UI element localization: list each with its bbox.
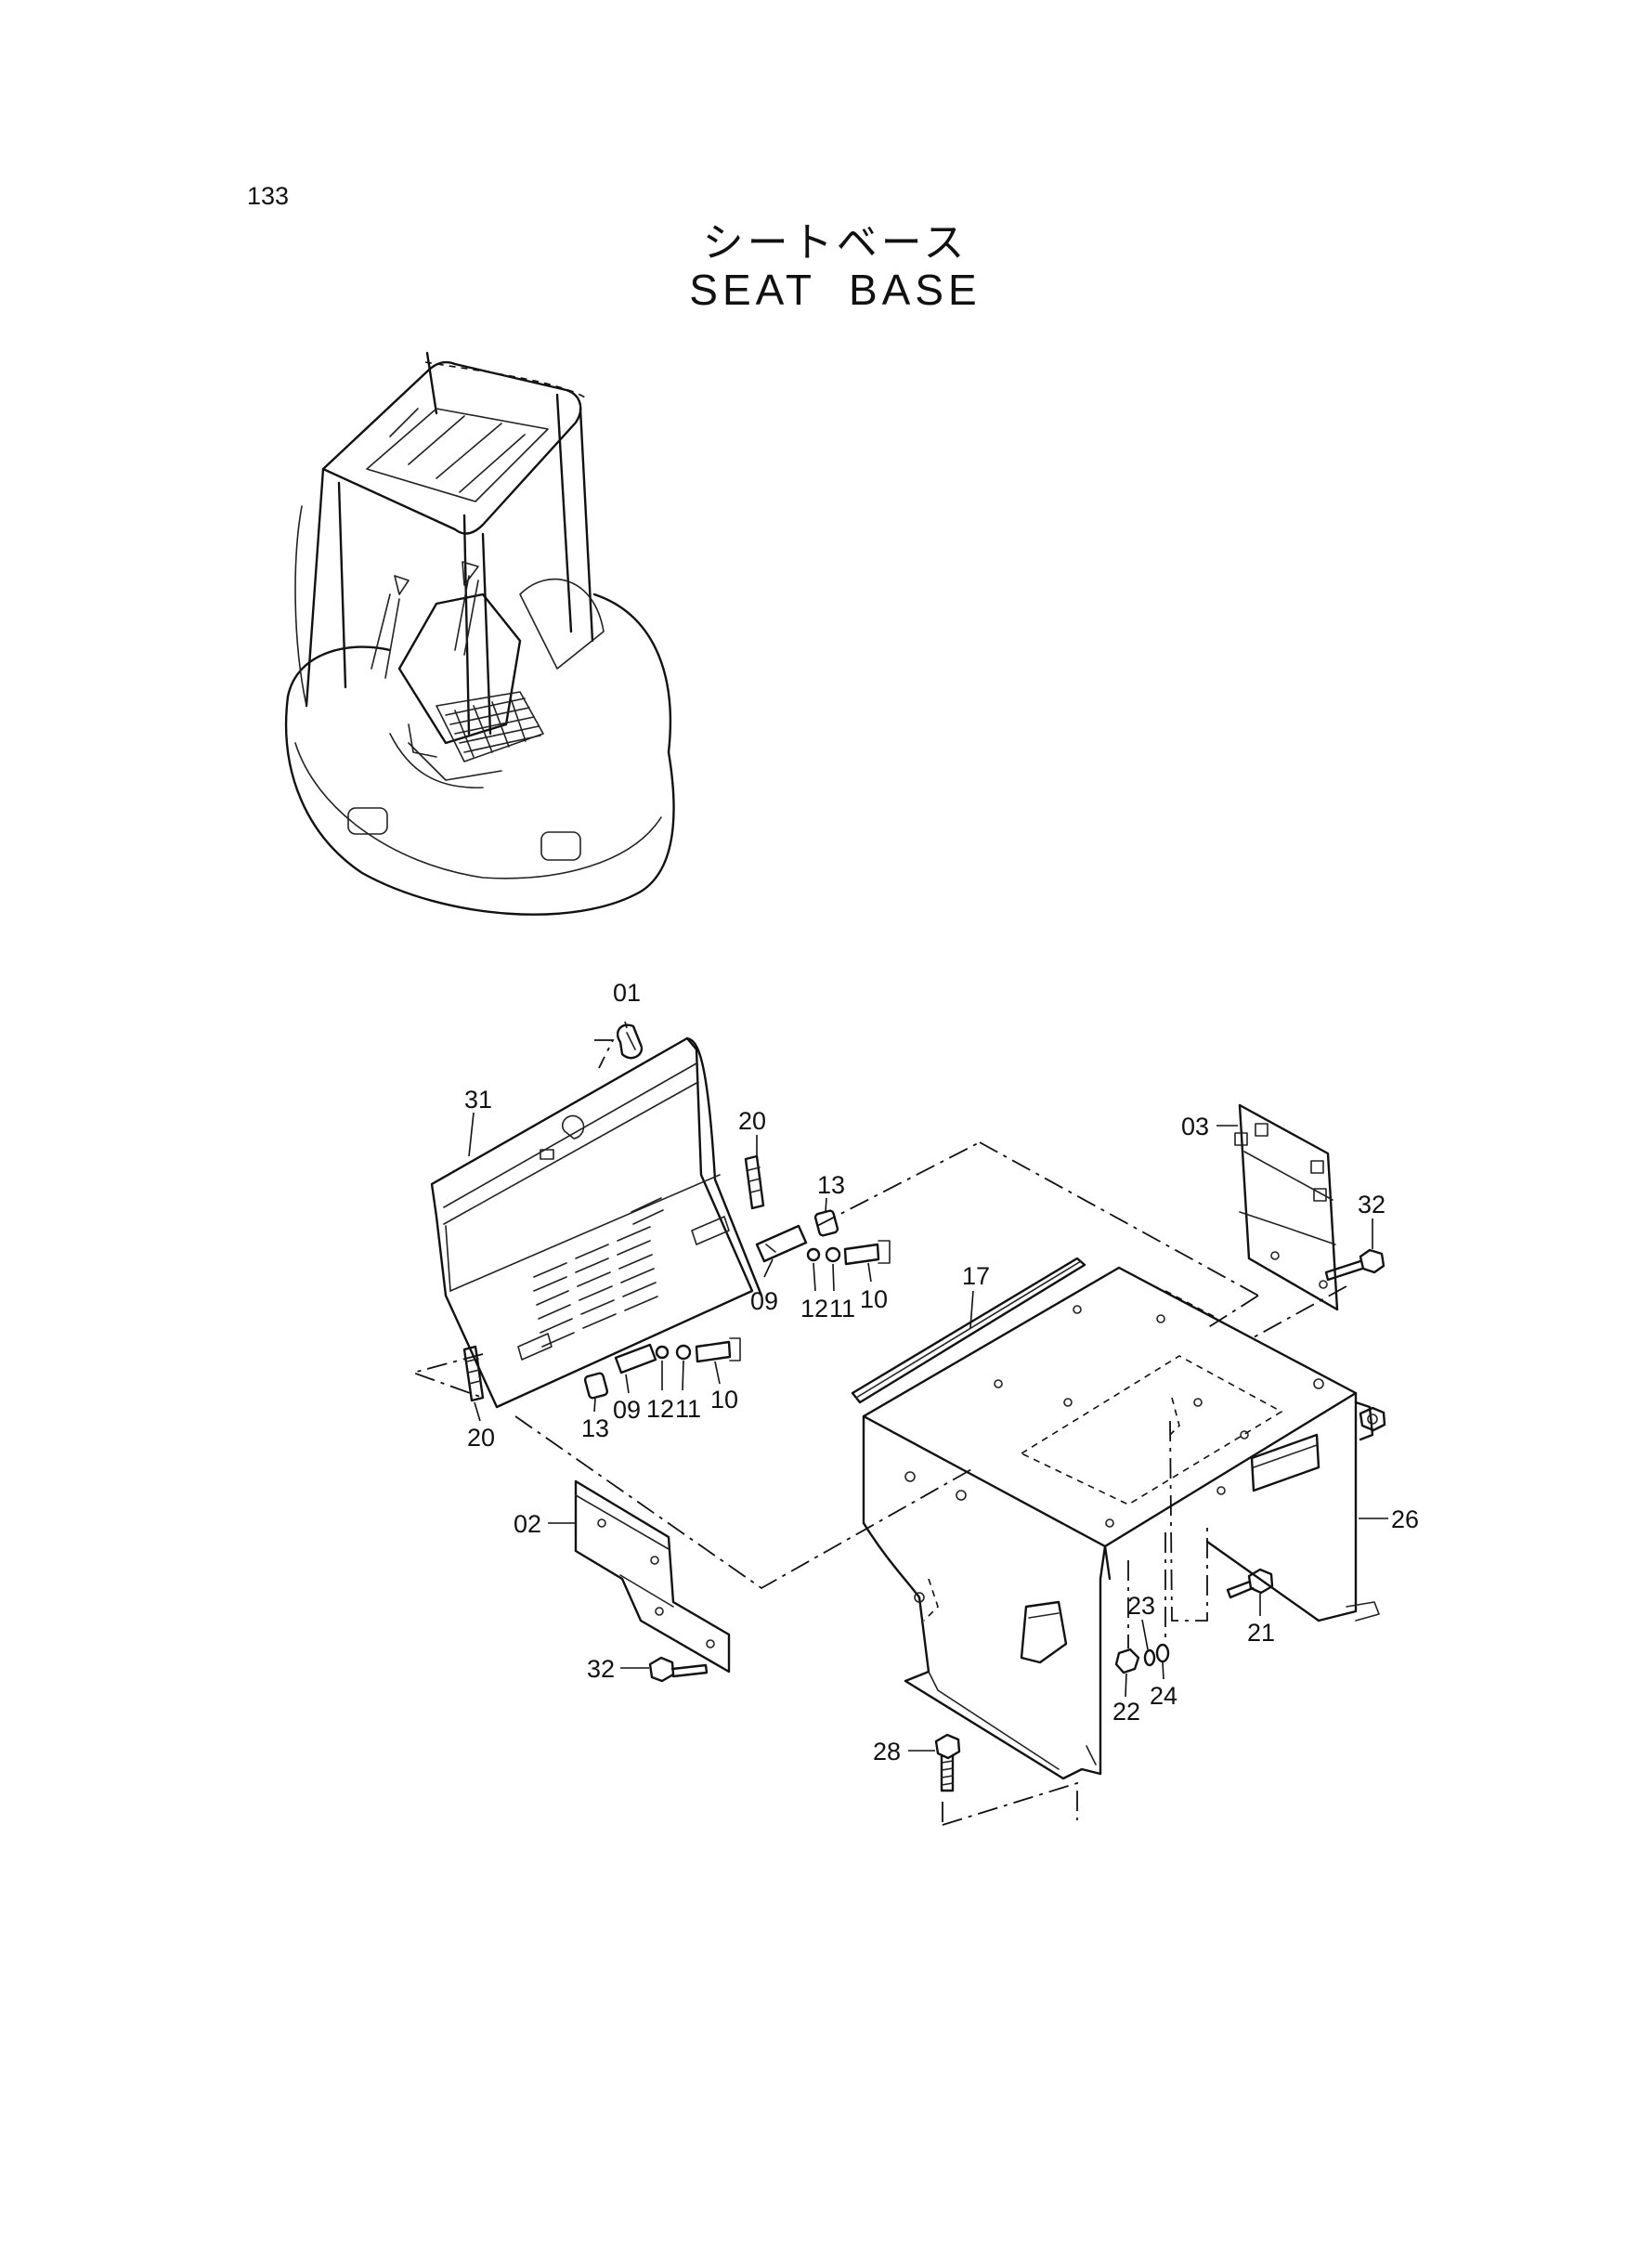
fasteners	[648, 1248, 1386, 1792]
page-number: 133	[247, 182, 290, 210]
callout-11-upper: 11	[829, 1295, 855, 1322]
assembly-guide-lines	[410, 1039, 1347, 1826]
diagram-title-english: SEAT BASE	[689, 266, 982, 314]
diagram-title-japanese: シートベース	[702, 219, 969, 267]
hinge-hardware-lower	[583, 1337, 741, 1400]
callout-22: 22	[1112, 1698, 1140, 1726]
callout-13-upper: 13	[817, 1171, 845, 1199]
callout-12-lower: 12	[646, 1395, 674, 1423]
callout-12-upper: 12	[800, 1295, 828, 1322]
callout-24: 24	[1150, 1682, 1177, 1710]
callout-21: 21	[1247, 1619, 1275, 1647]
callout-10-lower: 10	[710, 1386, 738, 1414]
bracket-02	[574, 1479, 731, 1674]
seal-strip-17	[851, 1257, 1086, 1404]
hinge-hardware-upper	[755, 1209, 891, 1266]
bracket-03	[1234, 1103, 1339, 1311]
callout-28: 28	[873, 1738, 901, 1765]
callout-32-lower: 32	[587, 1655, 615, 1683]
callout-13-lower: 13	[581, 1414, 609, 1442]
callout-32-upper: 32	[1358, 1191, 1385, 1218]
callout-02: 02	[514, 1510, 541, 1538]
front-cover-panel-31	[430, 1023, 765, 1409]
callout-09-lower: 09	[613, 1396, 641, 1424]
callout-03: 03	[1181, 1113, 1209, 1140]
excavator-location-thumbnail	[284, 351, 675, 916]
callout-11-lower: 11	[675, 1395, 701, 1423]
callout-01: 01	[613, 979, 641, 1007]
callout-20-upper: 20	[738, 1107, 766, 1135]
callout-leader-lines	[468, 1021, 1388, 1752]
callout-26: 26	[1391, 1505, 1419, 1533]
seat-base-frame-26	[862, 1266, 1380, 1780]
callout-31: 31	[464, 1086, 492, 1114]
callout-17: 17	[962, 1262, 990, 1290]
callout-10-upper: 10	[860, 1285, 888, 1313]
louver-vents	[533, 1197, 664, 1348]
callout-09-upper: 09	[750, 1287, 778, 1315]
callout-labels: 01 31 20 13 09 12 11 10 20 13 09 12 11 1…	[464, 979, 1419, 1765]
callout-20-lower: 20	[467, 1424, 495, 1452]
callout-23: 23	[1127, 1592, 1155, 1620]
